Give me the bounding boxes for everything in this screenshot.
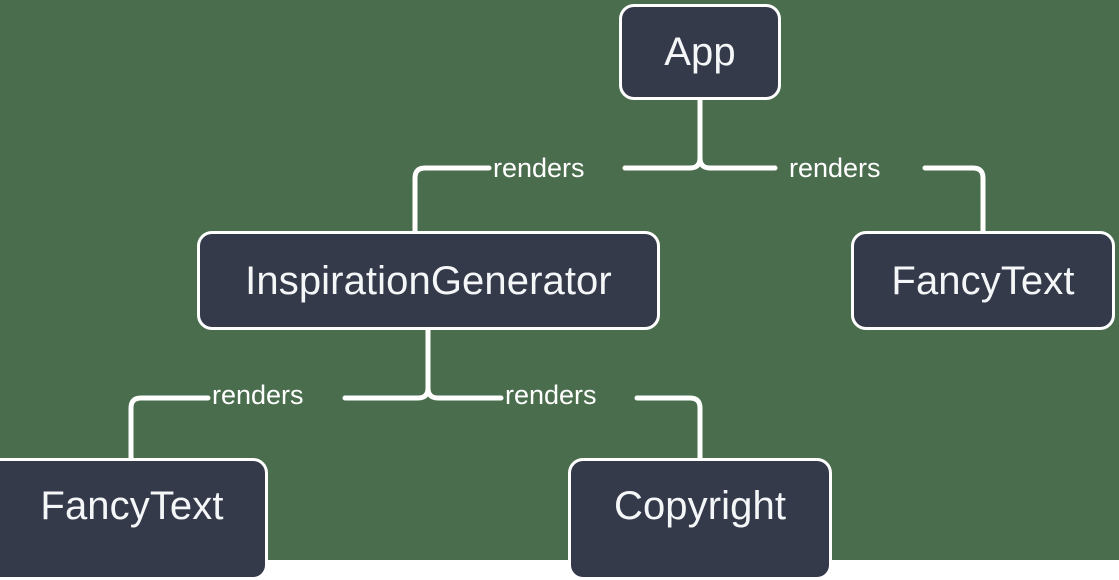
node-app[interactable]: App (619, 4, 781, 100)
node-inspiration-generator-label: InspirationGenerator (245, 258, 612, 303)
node-inspiration-generator[interactable]: InspirationGenerator (197, 231, 660, 330)
node-copyright[interactable]: Copyright (568, 458, 832, 580)
node-copyright-label: Copyright (613, 484, 787, 528)
node-fancytext-left-label: FancyText (40, 484, 224, 528)
edge-label-app-to-fancytext-right: renders (789, 153, 881, 183)
edge-label-inspiration-generator-to-fancytext-left: renders (212, 380, 304, 410)
edge-app-to-fancytext-right (697, 155, 986, 234)
node-app-label: App (664, 30, 736, 74)
node-fancytext-right-label: FancyText (891, 258, 1075, 303)
node-fancytext-left[interactable]: FancyText (0, 458, 268, 580)
edge-layer (128, 97, 986, 461)
edge-label-inspiration-generator-to-copyright: renders (505, 380, 597, 410)
edge-inspiration-generator-to-copyright (425, 385, 703, 461)
node-fancytext-right[interactable]: FancyText (851, 231, 1115, 330)
edge-label-app-to-inspiration-generator: renders (493, 153, 585, 183)
